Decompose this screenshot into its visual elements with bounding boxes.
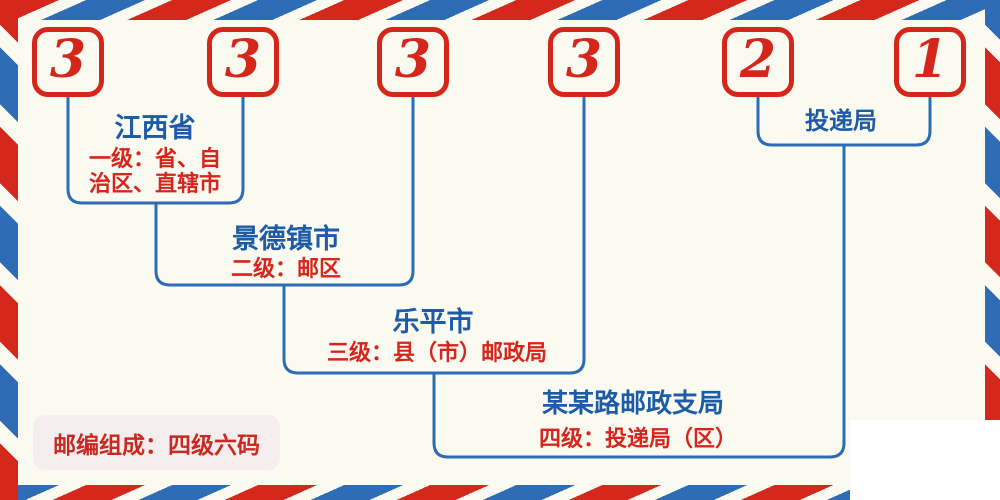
level1-desc-line2: 治区、直辖市 (88, 171, 222, 196)
digit-box-5: 2 (722, 27, 794, 97)
corner-white-patch (850, 420, 1000, 500)
digit-5: 2 (739, 29, 777, 90)
airmail-border-top (0, 0, 1000, 20)
digit-box-6: 1 (894, 27, 966, 97)
delivery-bureau-label: 投递局 (805, 109, 877, 135)
digit-1: 3 (49, 29, 87, 90)
footer-badge: 邮编组成：四级六码 (33, 415, 280, 470)
level1-name: 江西省 (114, 113, 196, 143)
bracket-delivery (756, 97, 932, 147)
level3-desc: 三级：县（市）邮政局 (326, 340, 548, 365)
airmail-border-right (985, 0, 1000, 500)
level2-name: 景德镇市 (232, 224, 340, 254)
airmail-border-left (0, 0, 18, 500)
digit-3: 3 (394, 29, 432, 90)
level4-desc: 四级：投递局（区） (538, 426, 738, 451)
digit-box-1: 3 (32, 27, 104, 97)
level2-desc: 二级：邮区 (230, 256, 342, 281)
digit-box-3: 3 (377, 27, 449, 97)
airmail-border-bottom (0, 485, 1000, 500)
digit-box-2: 3 (207, 27, 279, 97)
digit-box-4: 3 (548, 27, 620, 97)
level3-name: 乐平市 (392, 307, 474, 337)
level4-name: 某某路邮政支局 (541, 389, 725, 418)
level1-desc: 一级：省、自 治区、直辖市 (89, 146, 221, 196)
digit-6: 1 (911, 29, 949, 90)
bracket-level4 (432, 145, 846, 459)
digit-4: 3 (565, 29, 603, 90)
level1-desc-line1: 一级：省、自 (88, 146, 222, 171)
digit-2: 3 (224, 29, 262, 90)
